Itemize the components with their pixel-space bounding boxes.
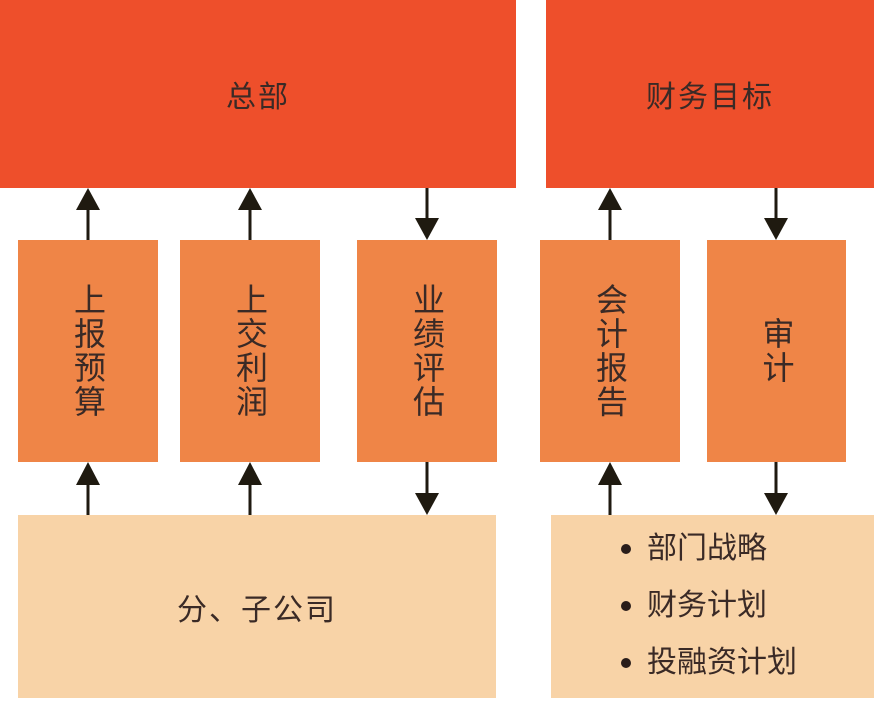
headquarters-box: 总部 — [0, 0, 516, 188]
plans-list: 部门战略 财务计划 投融资计划 — [621, 531, 797, 702]
bullet-dot-icon — [621, 601, 631, 611]
arrow-up-icon — [598, 462, 622, 515]
bullet-dot-icon — [621, 544, 631, 554]
arrow-up-icon — [76, 462, 100, 515]
submit-profit-label: 上交利润 — [231, 283, 269, 419]
plan-item-financial-plan: 财务计划 — [621, 588, 797, 645]
audit-box: 审计 — [707, 240, 846, 462]
report-budget-label: 上报预算 — [69, 283, 107, 419]
arrow-up-icon — [238, 462, 262, 515]
submit-profit-box: 上交利润 — [180, 240, 320, 462]
arrow-down-icon — [764, 462, 788, 515]
financial-goals-box: 财务目标 — [546, 0, 874, 188]
plan-item-investment-financing-plan: 投融资计划 — [621, 645, 797, 702]
headquarters-label: 总部 — [226, 80, 290, 115]
performance-evaluation-label: 业绩评估 — [408, 283, 446, 419]
report-budget-box: 上报预算 — [18, 240, 158, 462]
audit-label: 审计 — [757, 317, 796, 385]
arrow-down-icon — [415, 462, 439, 515]
arrow-down-icon — [764, 188, 788, 240]
accounting-report-box: 会计报告 — [540, 240, 680, 462]
arrow-up-icon — [238, 188, 262, 240]
arrow-down-icon — [415, 188, 439, 240]
bullet-dot-icon — [621, 658, 631, 668]
accounting-report-label: 会计报告 — [591, 283, 629, 419]
performance-evaluation-box: 业绩评估 — [357, 240, 497, 462]
plan-item-department-strategy: 部门战略 — [621, 531, 797, 588]
arrow-up-icon — [598, 188, 622, 240]
arrow-up-icon — [76, 188, 100, 240]
plans-box: 部门战略 财务计划 投融资计划 — [551, 515, 874, 698]
financial-goals-label: 财务目标 — [646, 80, 774, 115]
subsidiaries-box: 分、子公司 — [18, 515, 496, 698]
subsidiaries-label: 分、子公司 — [177, 592, 337, 628]
